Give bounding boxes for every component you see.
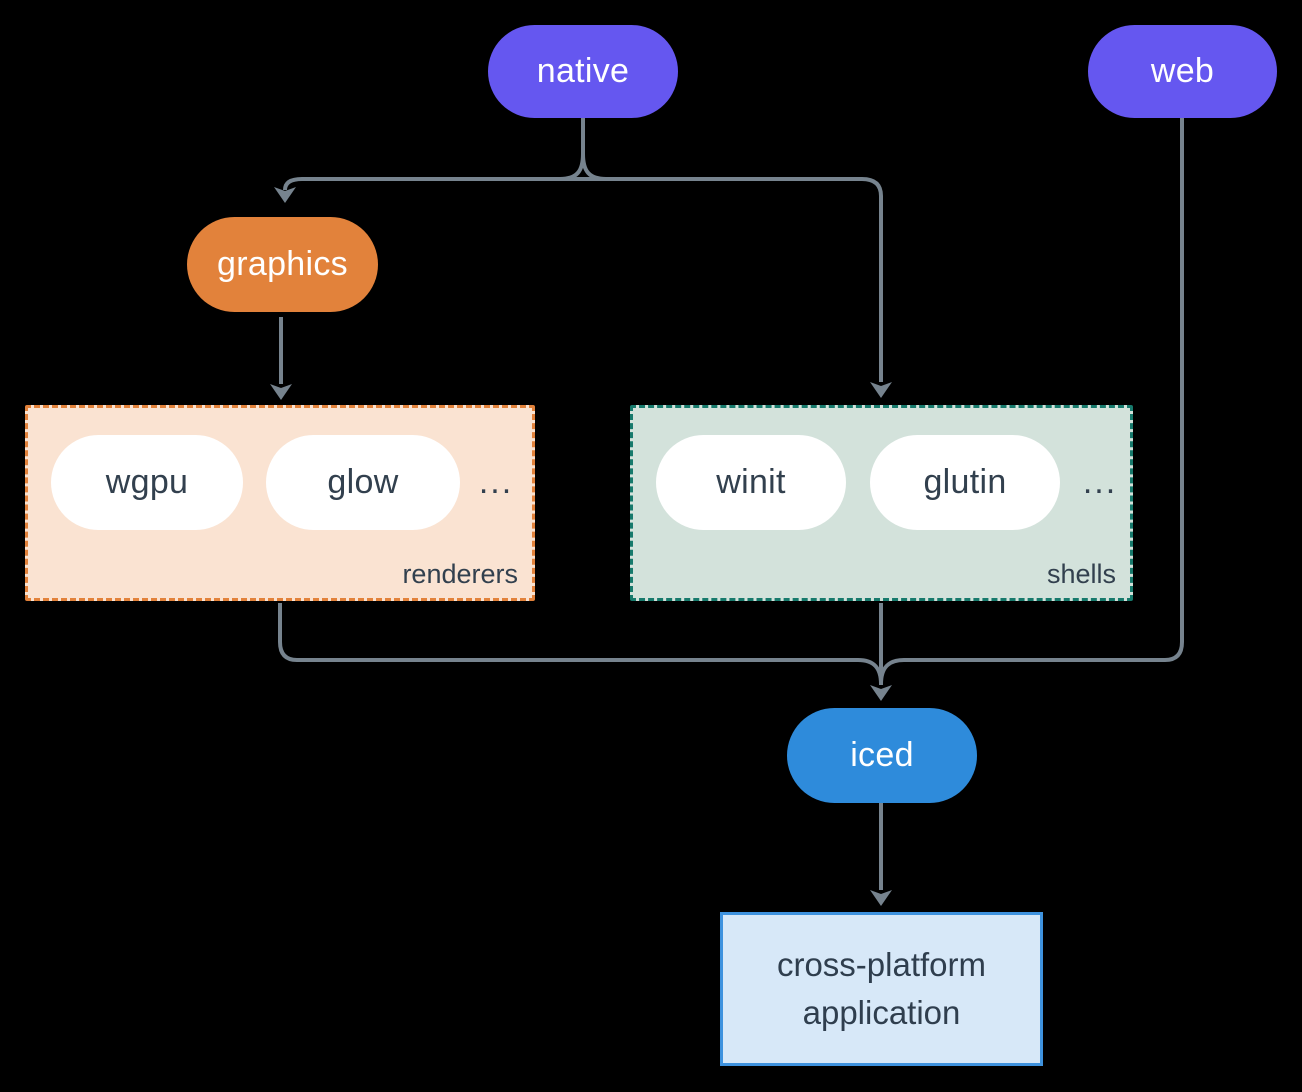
connector-renderers-merge [278, 603, 883, 685]
group-shells: winit glutin ... shells [630, 405, 1133, 601]
node-web: web [1088, 25, 1277, 118]
connector-native-stem [559, 118, 607, 181]
app-label-line1: cross-platform [776, 946, 987, 984]
node-native: native [488, 25, 678, 118]
arrowhead-shells-top [870, 382, 892, 398]
node-glow: glow [266, 435, 460, 530]
connector-web-merge [879, 118, 1184, 685]
arrowhead-app-top [870, 890, 892, 906]
node-winit: winit [656, 435, 846, 530]
node-iced: iced [787, 708, 977, 803]
renderers-label: renderers [402, 559, 518, 589]
node-wgpu: wgpu [51, 435, 243, 530]
node-graphics: graphics [187, 217, 378, 312]
arrowhead-graphics-top [274, 187, 296, 203]
node-cross-platform-application: cross-platform application [720, 912, 1043, 1066]
renderers-ellipsis: ... [478, 463, 514, 501]
arrowhead-renderers-top [270, 384, 292, 400]
node-glutin: glutin [870, 435, 1060, 530]
shells-ellipsis: ... [1082, 463, 1118, 501]
arrowhead-iced-top [870, 685, 892, 701]
app-label-line2: application [802, 994, 961, 1031]
group-renderers: wgpu glow ... renderers [25, 405, 535, 601]
shells-label: shells [1046, 559, 1116, 589]
connector-split-horizontal [283, 177, 883, 382]
